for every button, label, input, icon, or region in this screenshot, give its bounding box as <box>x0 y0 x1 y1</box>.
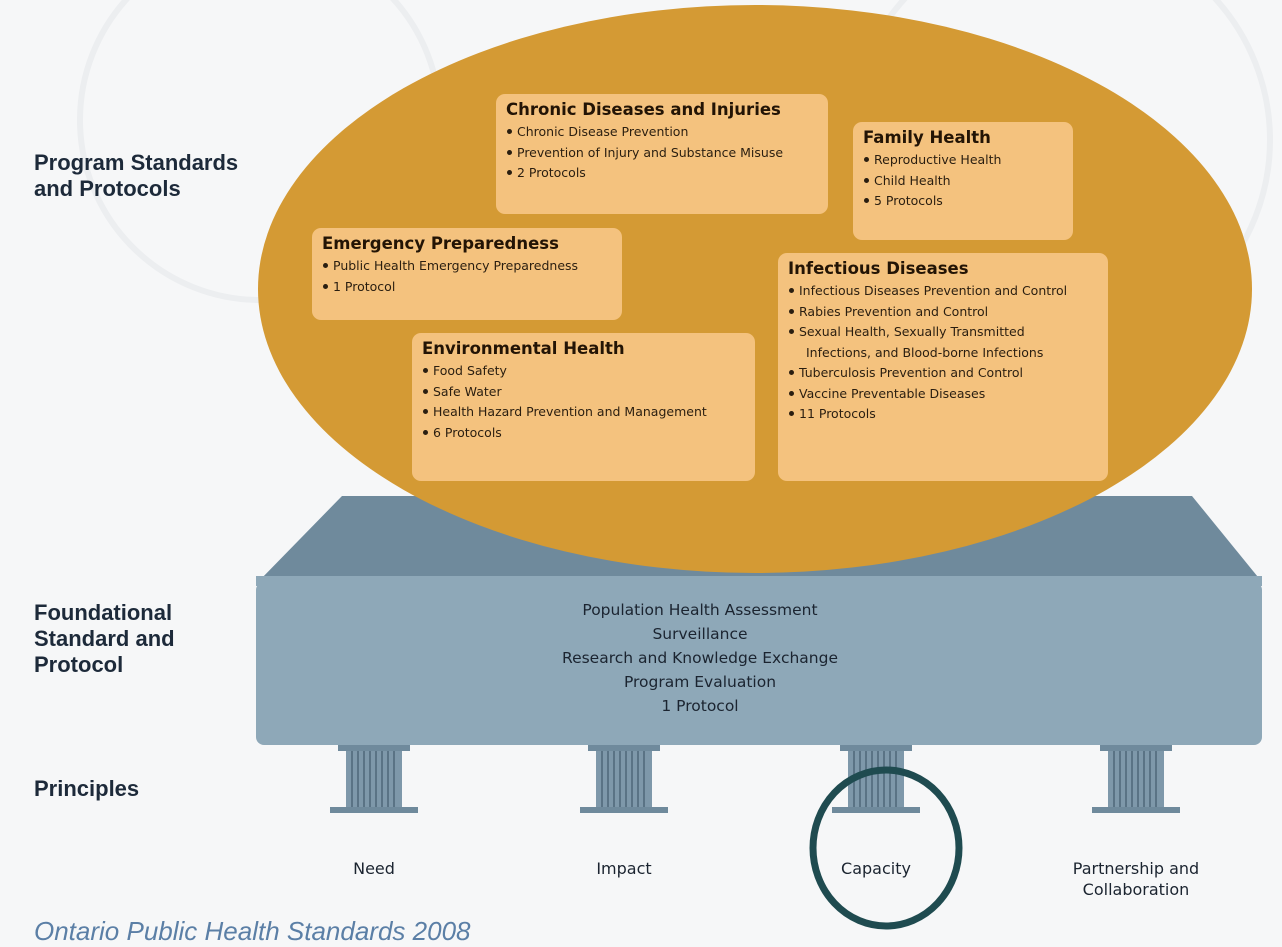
box-item: 6 Protocols <box>422 423 745 444</box>
label-foundational-standard: Foundational Standard and Protocol <box>34 600 175 677</box>
foundation-line: Surveillance <box>652 625 748 643</box>
box-title: Emergency Preparedness <box>322 234 559 253</box>
box-item: 2 Protocols <box>506 163 818 184</box>
pillar-capacity <box>832 745 920 813</box>
pillar-partnership <box>1092 745 1180 813</box>
box-environmental-health: Environmental Health Food Safety Safe Wa… <box>412 333 755 481</box>
label-program-standards: Program Standards and Protocols <box>34 150 239 201</box>
foundation-slab-front <box>256 582 1262 745</box>
box-item-continuation: Infections, and Blood-borne Infections <box>806 344 1044 360</box>
box-item: Rabies Prevention and Control <box>788 302 1098 323</box>
box-chronic-diseases: Chronic Diseases and Injuries Chronic Di… <box>496 94 828 214</box>
box-item: Sexual Health, Sexually Transmitted <box>788 322 1098 343</box>
box-item: Safe Water <box>422 382 745 403</box>
box-item: Infectious Diseases Prevention and Contr… <box>788 281 1098 302</box>
foundation-line: 1 Protocol <box>661 697 739 715</box>
box-item: Reproductive Health <box>863 150 1063 171</box>
box-title: Chronic Diseases and Injuries <box>506 100 781 119</box>
pillar-label-partnership: Partnership and Collaboration <box>1072 859 1200 899</box>
box-item: Tuberculosis Prevention and Control <box>788 363 1098 384</box>
pillar-label-capacity: Capacity <box>841 859 911 878</box>
box-item: Chronic Disease Prevention <box>506 122 818 143</box>
box-emergency-preparedness: Emergency Preparedness Public Health Eme… <box>312 228 622 320</box>
box-item: Public Health Emergency Preparedness <box>322 256 612 277</box>
foundation-line: Population Health Assessment <box>582 601 818 619</box>
pillar-need <box>330 745 418 813</box>
foundation-text: Population Health Assessment Surveillanc… <box>430 598 970 718</box>
pillar-label-need: Need <box>353 859 395 878</box>
foundation-slab-edge <box>256 576 1262 586</box>
box-item: 1 Protocol <box>322 277 612 298</box>
box-item: Health Hazard Prevention and Management <box>422 402 745 423</box>
box-item: 5 Protocols <box>863 191 1063 212</box>
box-title: Environmental Health <box>422 339 625 358</box>
box-item: Child Health <box>863 171 1063 192</box>
pillar-label-impact: Impact <box>596 859 652 878</box>
foundation-line: Program Evaluation <box>623 673 777 691</box>
box-item: 11 Protocols <box>788 404 1098 425</box>
box-family-health: Family Health Reproductive Health Child … <box>853 122 1073 240</box>
box-title: Family Health <box>863 128 991 147</box>
box-title: Infectious Diseases <box>788 259 969 278</box>
box-infectious-diseases: Infectious Diseases Infectious Diseases … <box>778 253 1108 481</box>
foundation-line: Research and Knowledge Exchange <box>562 649 838 667</box>
box-item: Vaccine Preventable Diseases <box>788 384 1098 405</box>
label-principles: Principles <box>34 776 140 801</box>
box-item: Prevention of Injury and Substance Misus… <box>506 143 818 164</box>
box-item: Food Safety <box>422 361 745 382</box>
capacity-highlight-circle <box>809 766 963 930</box>
pillar-impact <box>580 745 668 813</box>
